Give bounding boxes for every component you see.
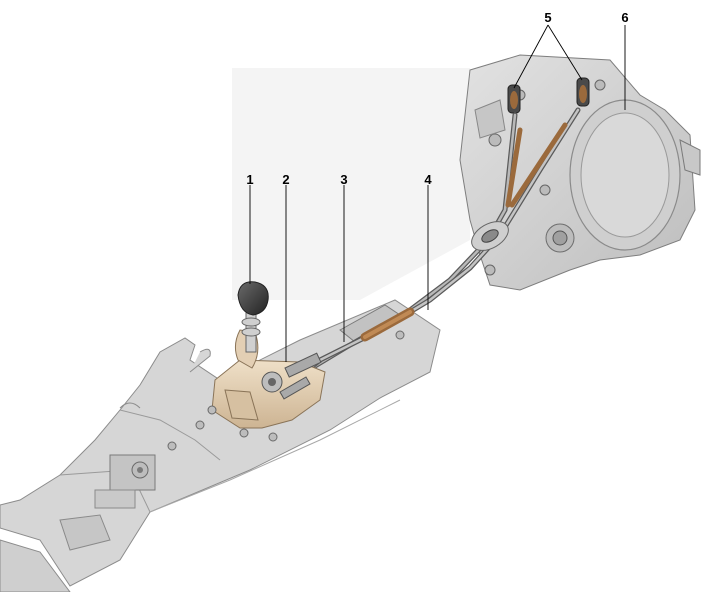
background-panel xyxy=(232,68,470,300)
cable-grommet xyxy=(471,221,509,251)
callout-1: 1 xyxy=(246,172,254,187)
callout-6: 6 xyxy=(621,10,629,25)
callout-4: 4 xyxy=(424,172,432,187)
gearbox-housing xyxy=(459,54,701,291)
leader-lines xyxy=(249,24,626,362)
callout-3: 3 xyxy=(340,172,348,187)
callout-5: 5 xyxy=(544,10,552,25)
floor-tunnel xyxy=(0,299,441,593)
shift-knob xyxy=(237,281,269,316)
gearshift-lever xyxy=(234,281,269,369)
shift-cables xyxy=(292,107,581,383)
callout-2: 2 xyxy=(282,172,290,187)
shift-mechanism xyxy=(207,352,326,438)
